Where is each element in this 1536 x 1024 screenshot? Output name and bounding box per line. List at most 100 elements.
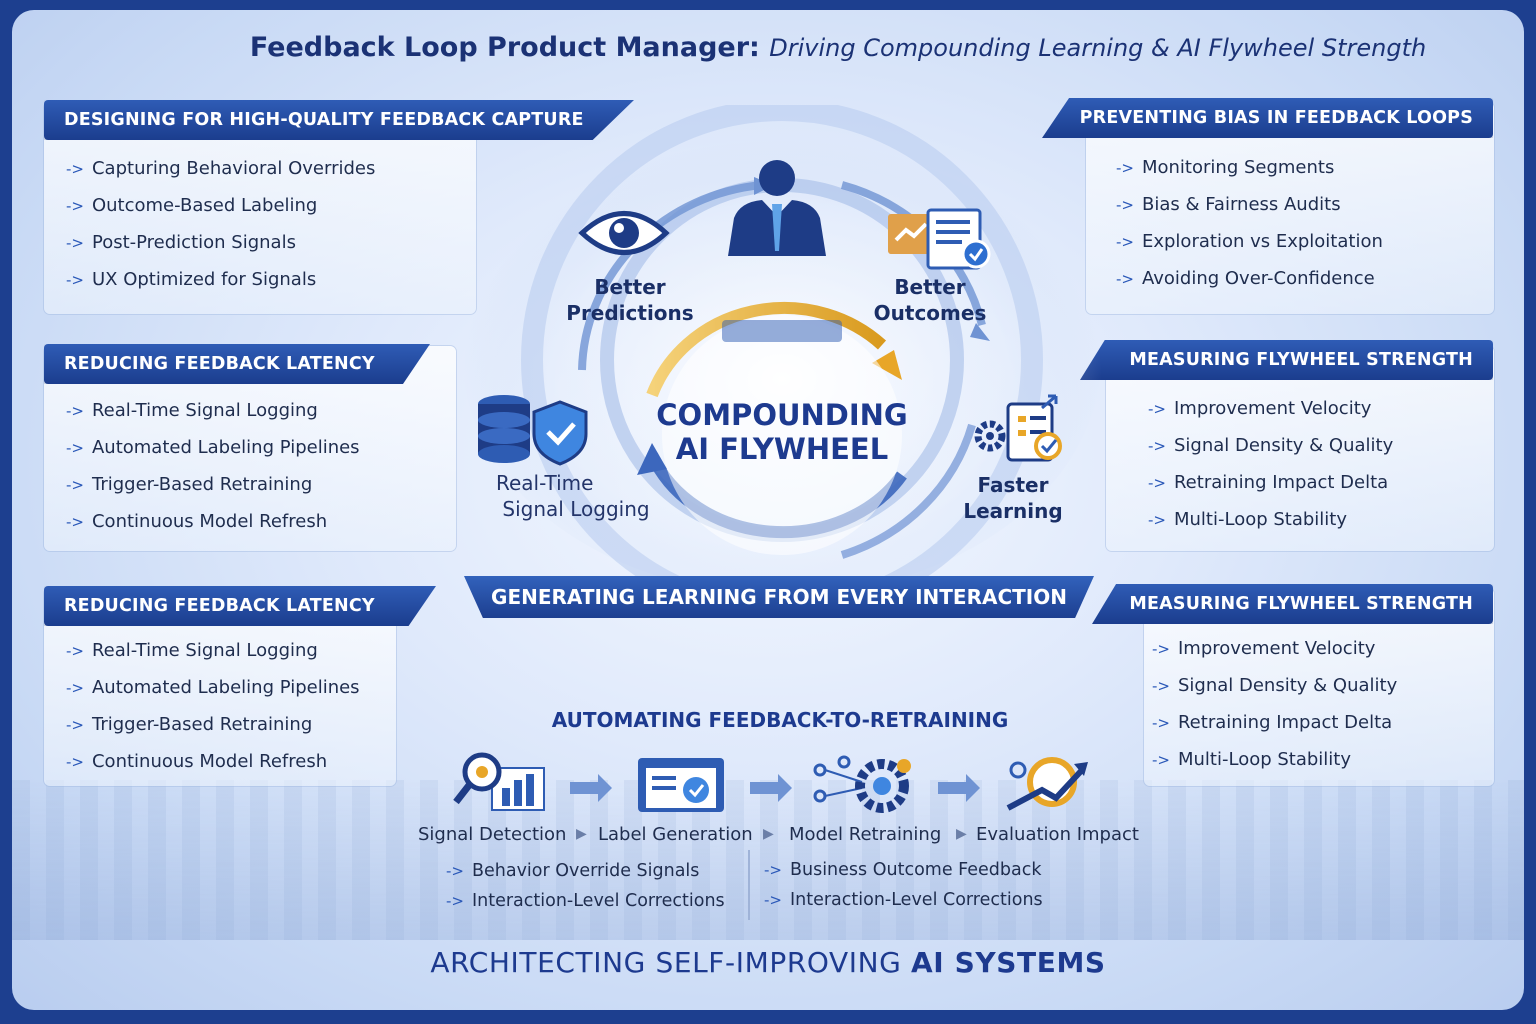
- list-item-text: Retraining Impact Delta: [1177, 712, 1393, 733]
- list-item-text: Interaction-Level Corrections: [789, 890, 1043, 910]
- list-item: ->Continuous Model Refresh: [66, 743, 360, 780]
- automation-divider: [748, 850, 750, 920]
- list-latency-2: -> Real-Time Signal Logging -> Automated La…: [66, 632, 360, 780]
- arrow-icon: ->: [66, 271, 84, 289]
- footer-tagline: ARCHITECTING SELF-IMPROVING AI SYSTEMS: [12, 946, 1524, 979]
- list-item: -> Behavior Override Signals: [446, 856, 725, 886]
- node-label-line: Learning: [963, 499, 1063, 523]
- list-item-text: Multi-Loop Stability: [1173, 509, 1348, 530]
- node-label-line: Signal Logging: [502, 497, 650, 521]
- list-item: ->Signal Density & Quality: [1152, 667, 1397, 704]
- arrow-icon: ->: [66, 513, 84, 531]
- node-faster-learning: Faster Learning: [948, 472, 1078, 524]
- flywheel-title-line1: COMPOUNDING: [656, 398, 908, 432]
- arrow-icon: ->: [764, 861, 782, 879]
- list-item: ->Capturing Behavioral Overrides: [66, 150, 375, 187]
- arrow-icon: ->: [66, 197, 84, 215]
- arrow-icon: ->: [1116, 159, 1134, 177]
- arrow-icon: ->: [1116, 196, 1134, 214]
- arrow-icon: ->: [1152, 714, 1170, 732]
- list-item: -> Automated Labeling Pipelines: [66, 669, 360, 706]
- database-shield-icon: [478, 395, 588, 466]
- arrow-icon: ->: [66, 642, 84, 660]
- list-item: ->Post-Prediction Signals: [66, 224, 375, 261]
- list-latency: -> Real-Time Signal Logging ->Automated La…: [66, 392, 360, 540]
- pipeline-arrow-icon: [938, 774, 980, 802]
- eye-icon: [578, 211, 670, 255]
- person-icon: [728, 160, 826, 256]
- title-main: Feedback Loop Product Manager:: [249, 32, 760, 63]
- heading-latency: REDUCING FEEDBACK LATENCY: [44, 344, 430, 384]
- list-item-text: Real-Time Signal Logging: [91, 640, 318, 661]
- list-item: -> Real-Time Signal Logging: [66, 392, 360, 429]
- automation-title: AUTOMATING FEEDBACK-TO-RETRAINING: [551, 708, 1009, 732]
- list-item: ->Business Outcome Feedback: [764, 855, 1043, 885]
- list-item: ->Monitoring Segments: [1116, 149, 1383, 186]
- step-model-retraining: Model Retraining: [789, 824, 942, 845]
- page-title: Feedback Loop Product Manager: Driving C…: [12, 32, 1524, 63]
- automation-left-list: ->Behavior Override Signals->Interaction…: [446, 856, 725, 916]
- list-item: -> Multi-Loop Stability: [1148, 501, 1393, 538]
- list-item: ->Signal Density & Quality: [1148, 427, 1393, 464]
- heading-latency-2: REDUCING FEEDBACK LATENCY: [44, 586, 436, 626]
- list-item-text: Signal Density & Quality: [1173, 435, 1394, 456]
- label-document-icon: [638, 758, 724, 812]
- flywheel-title-line2: AI FLYWHEEL: [675, 432, 889, 466]
- arrow-icon: ->: [446, 862, 464, 880]
- arrow-icon: ->: [1116, 233, 1134, 251]
- arrow-icon: ->: [1148, 474, 1166, 492]
- title-subtitle: Driving Compounding Learning & AI Flywhe…: [769, 34, 1427, 62]
- list-item: ->Trigger-Based Retraining: [66, 706, 360, 743]
- magnifier-chart-icon: [453, 752, 545, 811]
- list-flywheel-strength-2: ->Improvement Velocity->Signal Density &…: [1152, 630, 1397, 778]
- node-label-line: Real-Time: [496, 471, 594, 495]
- arrow-icon: ->: [446, 892, 464, 910]
- list-item-text: Automated Labeling Pipelines: [91, 677, 360, 698]
- list-item-text: Behavior Override Signals: [471, 861, 700, 881]
- list-item: ->Automated Labeling Pipelines: [66, 429, 360, 466]
- arrow-icon: ->: [66, 753, 84, 771]
- list-item: -> UX Optimized for Signals: [66, 261, 375, 298]
- step-evaluation-impact: Evaluation Impact: [976, 824, 1139, 845]
- list-item: -> Retraining Impact Delta: [1152, 704, 1397, 741]
- list-item: ->Trigger-Based Retraining: [66, 466, 360, 503]
- node-better-predictions: Better Predictions: [560, 274, 700, 326]
- pipeline-arrow-icon: [750, 774, 792, 802]
- list-item-text: Trigger-Based Retraining: [91, 714, 313, 735]
- list-feedback-capture: ->Capturing Behavioral Overrides->Outcom…: [66, 150, 375, 298]
- list-item-text: Continuous Model Refresh: [91, 511, 328, 532]
- automation-pipeline-icons: [453, 752, 1088, 813]
- list-item-text: Signal Density & Quality: [1177, 675, 1398, 696]
- node-better-outcomes: Better Outcomes: [860, 274, 1000, 326]
- arrow-icon: ->: [1148, 511, 1166, 529]
- arrow-icon: ->: [1152, 751, 1170, 769]
- step-separator-icon: ▶: [763, 826, 774, 842]
- list-item: ->Interaction-Level Corrections: [764, 885, 1043, 915]
- heading-bias: PREVENTING BIAS IN FEEDBACK LOOPS: [1042, 98, 1493, 138]
- step-signal-detection: Signal Detection: [418, 824, 567, 845]
- list-item-text: Real-Time Signal Logging: [91, 400, 318, 421]
- node-label-line: Predictions: [566, 301, 694, 325]
- list-item: ->Improvement Velocity: [1148, 390, 1393, 427]
- list-item-text: Improvement Velocity: [1173, 398, 1372, 419]
- list-item-text: Capturing Behavioral Overrides: [91, 158, 376, 179]
- arrow-icon: ->: [1116, 270, 1134, 288]
- list-item-text: Retraining Impact Delta: [1173, 472, 1389, 493]
- list-item: ->Avoiding Over-Confidence: [1116, 260, 1383, 297]
- arrow-icon: ->: [66, 476, 84, 494]
- gear-network-icon: [813, 755, 911, 813]
- list-item-text: Bias & Fairness Audits: [1141, 194, 1341, 215]
- checklist-gear-icon: [974, 394, 1062, 462]
- step-separator-icon: ▶: [956, 826, 967, 842]
- node-label-line: Outcomes: [873, 301, 987, 325]
- node-label-line: Faster: [977, 473, 1049, 497]
- list-item: -> Continuous Model Refresh: [66, 503, 360, 540]
- footer-normal: ARCHITECTING SELF-IMPROVING: [430, 946, 911, 979]
- report-icon: [888, 208, 991, 270]
- footer-bold: AI SYSTEMS: [910, 946, 1106, 979]
- arrow-icon: ->: [66, 402, 84, 420]
- list-item-text: Multi-Loop Stability: [1177, 749, 1352, 770]
- arrow-icon: ->: [66, 679, 84, 697]
- list-item-text: Post-Prediction Signals: [91, 232, 296, 253]
- list-item-text: UX Optimized for Signals: [91, 269, 317, 290]
